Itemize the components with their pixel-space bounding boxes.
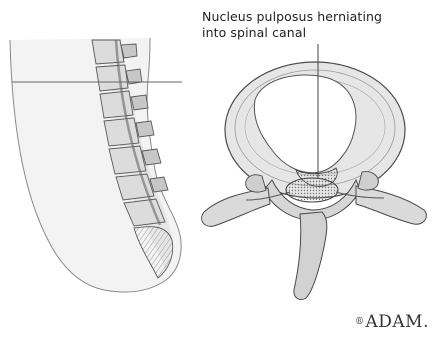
vertebra-top-view [202,62,427,300]
transverse-process-right [356,186,426,224]
annotation-line-1: Nucleus pulposus herniating [202,9,382,25]
articular-process-right [358,172,378,190]
annotation-line-2: into spinal canal [202,25,382,41]
spinal-cord [286,178,338,202]
logo-text: ADAM. [366,312,430,332]
registered-mark-icon: ® [355,317,365,327]
torso-side-view [10,38,182,292]
transverse-process-left [202,188,270,226]
adam-logo: ®ADAM. [355,312,429,332]
annotation-label: Nucleus pulposus herniating into spinal … [202,9,382,41]
spinous-process [294,212,327,300]
